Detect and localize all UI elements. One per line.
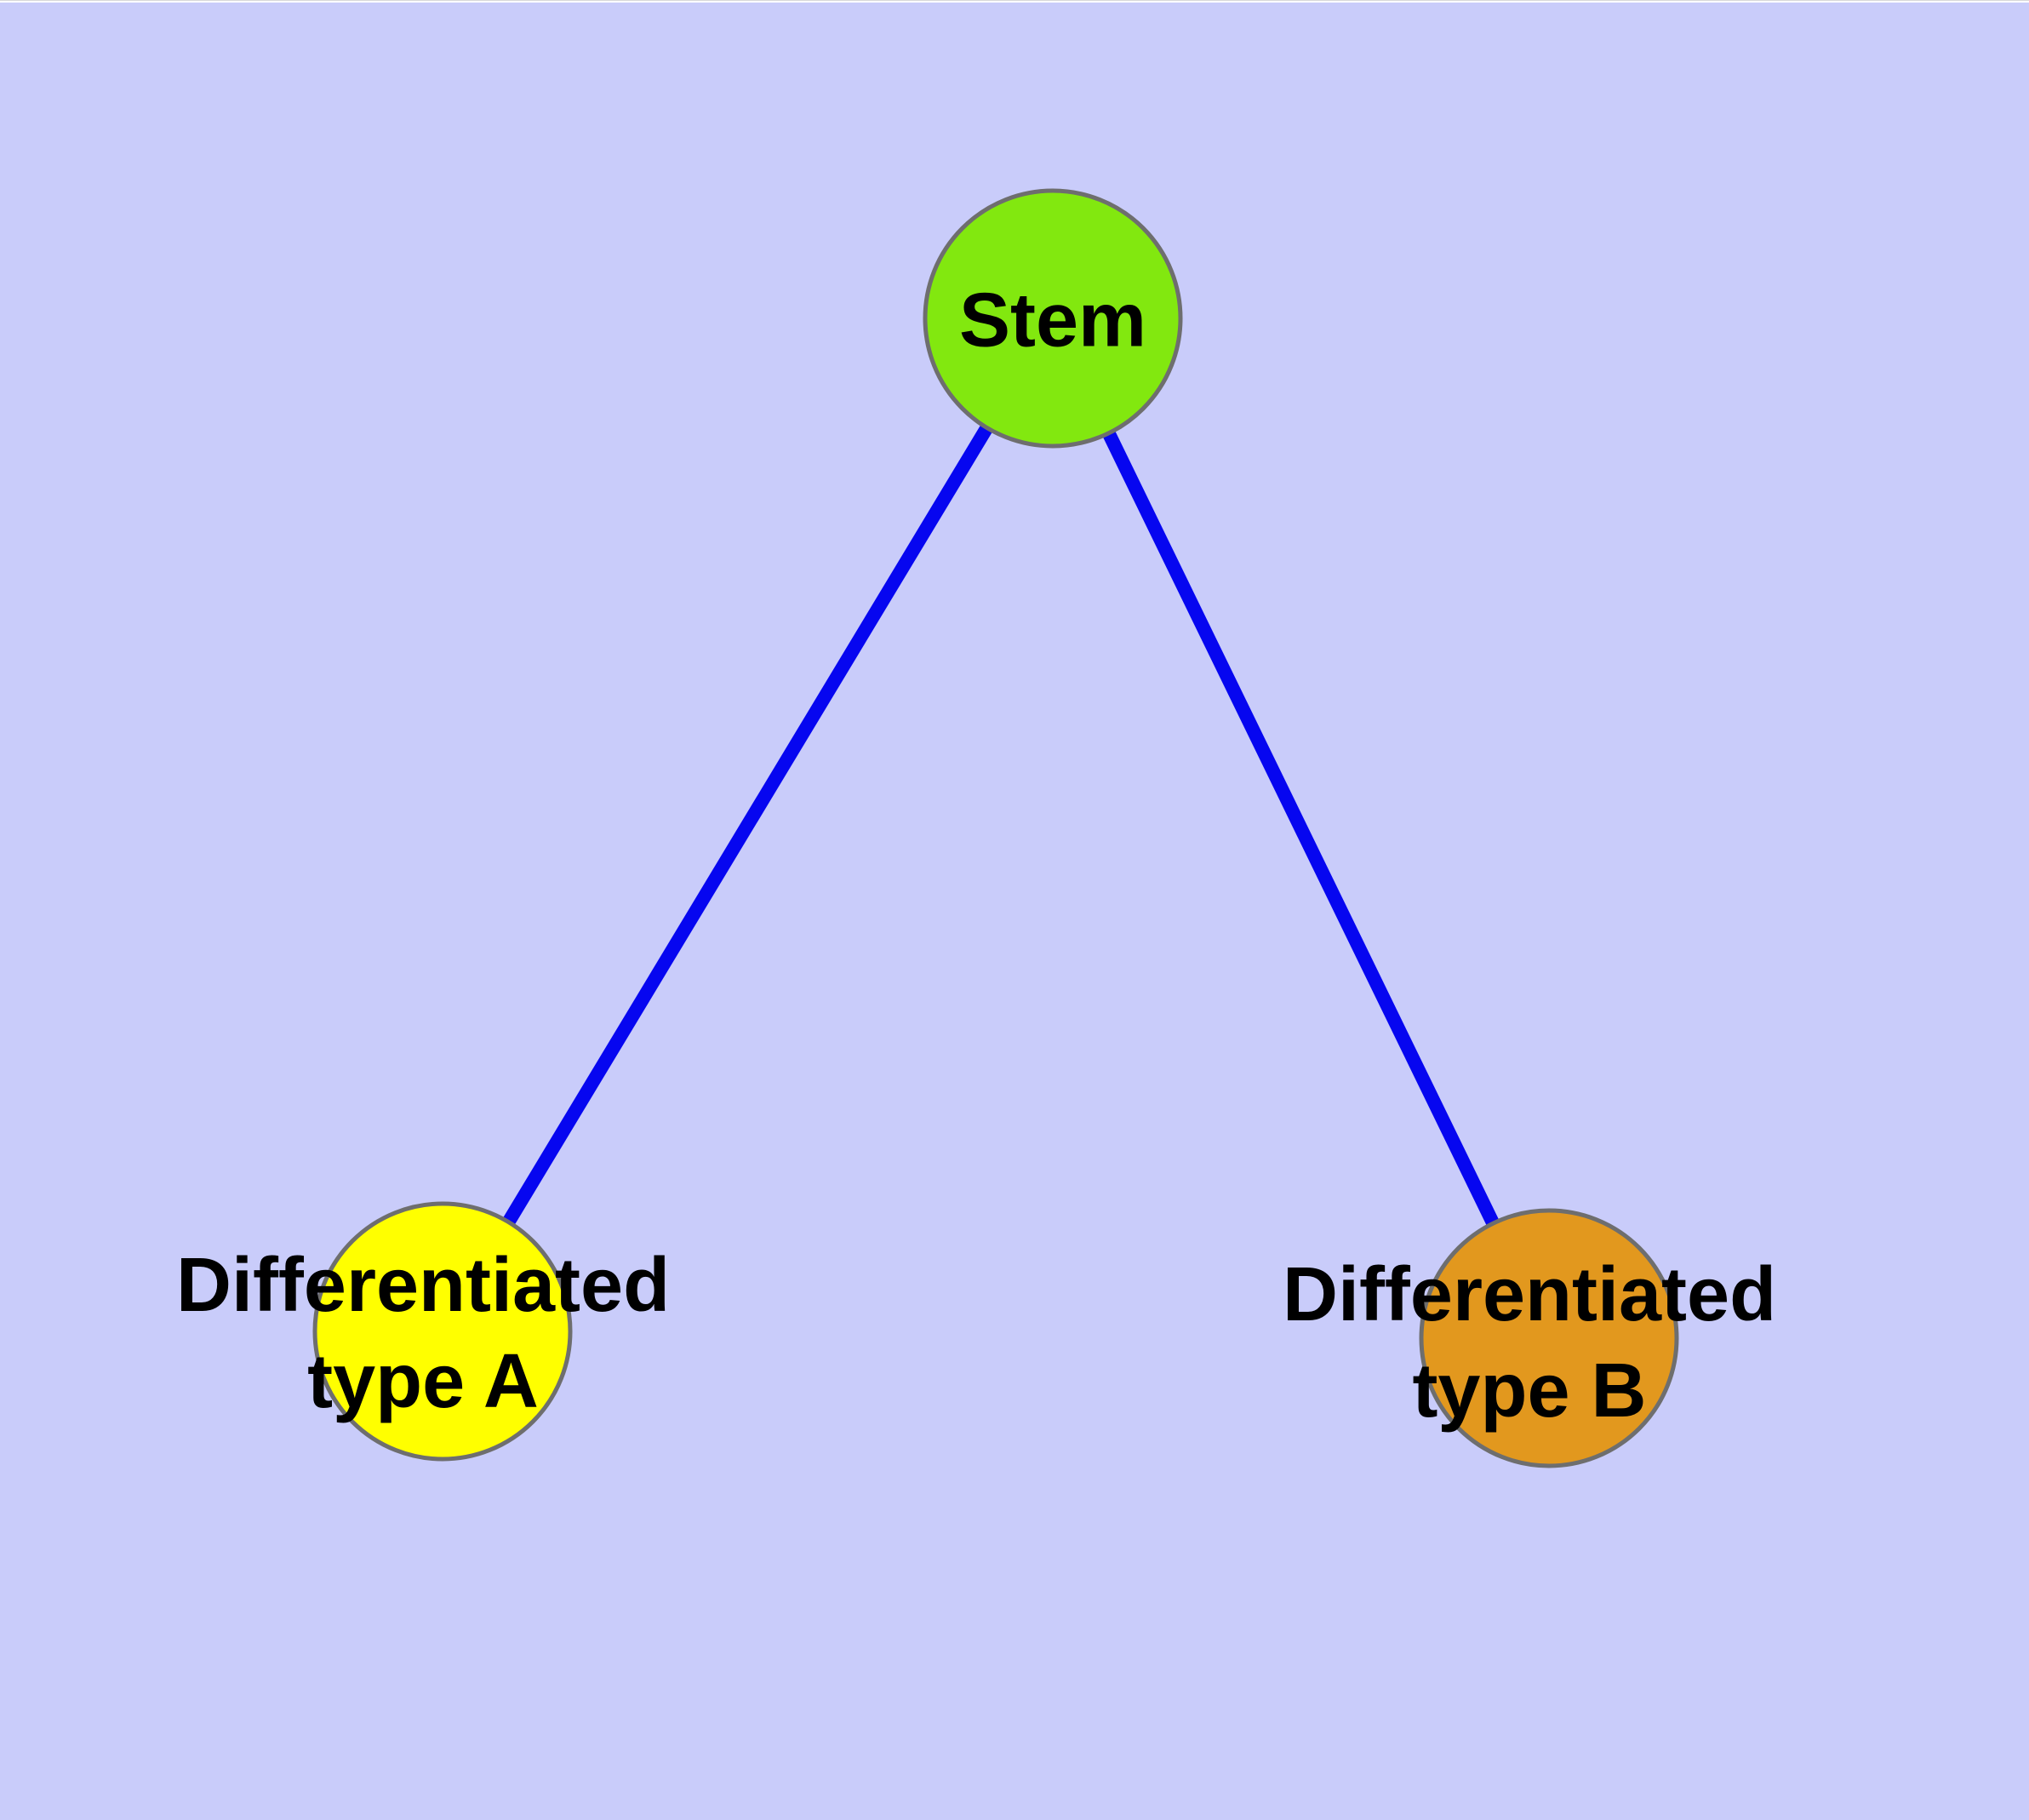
edge-stem-to-type-b <box>1046 315 1556 1342</box>
edge-stem-to-type-a <box>437 314 1059 1336</box>
node-stem <box>923 188 1183 449</box>
node-label-differentiated-type-a: Differentiated type A <box>175 1243 671 1424</box>
node-label-differentiated-type-b: Differentiated type B <box>1282 1252 1777 1434</box>
node-label-stem: Stem <box>958 278 1147 363</box>
node-differentiated-type-b <box>1419 1208 1679 1468</box>
node-differentiated-type-a <box>312 1201 573 1462</box>
top-margin <box>0 0 2029 3</box>
